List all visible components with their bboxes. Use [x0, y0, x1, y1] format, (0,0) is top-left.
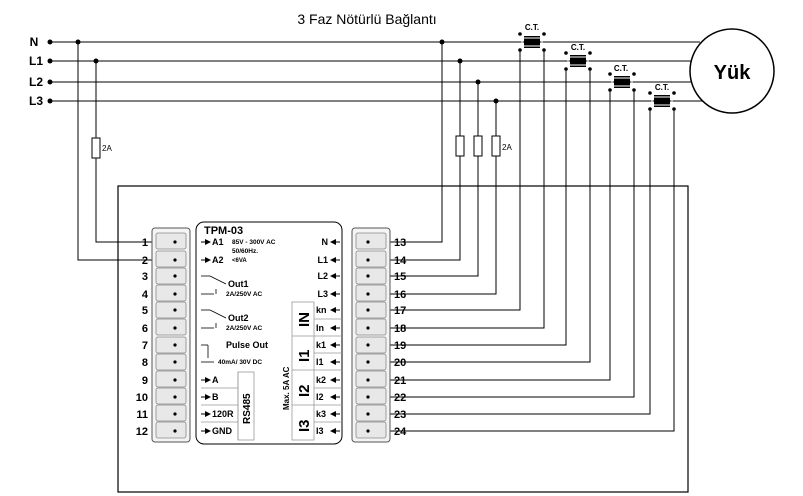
ct-n: C.T. [518, 23, 546, 52]
ct-label-l3: C.T. [655, 83, 669, 92]
terminal-5: 5 [142, 305, 148, 317]
label-i1: I1 [316, 357, 324, 367]
load-label: Yük [714, 62, 752, 84]
ct-label-l1: C.T. [571, 43, 585, 52]
out1-rating: 2A/250V AC [226, 291, 263, 298]
label-a1: A1 [212, 237, 224, 247]
ct-label-n: C.T. [525, 23, 539, 32]
right-panel-labels: N L1 L2 L3 kn In k1 I1 k2 I2 k3 I [282, 237, 342, 441]
terminal-11: 11 [136, 409, 148, 421]
terminal-14: 14 [394, 255, 407, 267]
label-n: N [322, 237, 329, 247]
label-pulse-out: Pulse Out [226, 340, 268, 350]
device-model: TPM-03 [204, 225, 243, 237]
ct-l1: C.T. [564, 43, 592, 71]
label-b: B [212, 392, 219, 402]
terminal-21: 21 [394, 375, 406, 387]
terminal-1: 1 [142, 237, 148, 249]
label-a2: A2 [212, 255, 224, 265]
line-terminals [47, 39, 53, 104]
group-label-i2: I2 [296, 384, 313, 397]
terminal-2: 2 [142, 255, 148, 267]
label-k1: k1 [316, 340, 326, 350]
terminal-8: 8 [142, 357, 148, 369]
group-label-i3: I3 [296, 419, 313, 432]
fuse-supply: 2A [91, 137, 112, 159]
fuses-voltage: 2A [455, 135, 512, 157]
ct-l2: C.T. [608, 64, 636, 92]
label-out1: Out1 [228, 279, 249, 289]
junction-dots [75, 39, 499, 104]
label-k3: k3 [316, 409, 326, 419]
terminal-17: 17 [394, 305, 406, 317]
ct-wires [388, 50, 675, 432]
group-label-i1: I1 [296, 349, 313, 362]
terminal-3: 3 [142, 271, 148, 283]
terminal-10: 10 [136, 392, 148, 404]
label-l2: L2 [317, 271, 328, 281]
terminal-22: 22 [394, 392, 406, 404]
terminal-19: 19 [394, 340, 406, 352]
line-label-n: N [30, 35, 39, 49]
left-terminal-block [151, 227, 191, 443]
fuse-label-supply: 2A [102, 144, 112, 153]
terminal-24: 24 [394, 426, 407, 438]
label-120r: 120R [212, 409, 234, 419]
supply-wires [77, 42, 160, 261]
pulse-rating: 40mA/ 30V DC [218, 359, 262, 366]
max-current-label: Max. 5A AC [282, 366, 291, 410]
label-kn: kn [316, 305, 327, 315]
terminal-6: 6 [142, 323, 148, 335]
left-terminal-numbers: 1 2 3 4 5 6 7 8 9 10 11 12 [136, 237, 149, 438]
terminal-16: 16 [394, 289, 406, 301]
terminal-15: 15 [394, 271, 406, 283]
supply-voltage: 85V - 300V AC [232, 239, 276, 246]
ct-label-l2: C.T. [614, 64, 628, 73]
line-label-l1: L1 [29, 54, 43, 68]
supply-power: <6VA [232, 258, 247, 264]
device-label-panel [195, 221, 343, 445]
terminal-7: 7 [142, 340, 148, 352]
load-circle [689, 28, 775, 114]
right-terminal-numbers: 13 14 15 16 17 18 19 20 21 22 23 24 [394, 237, 407, 438]
label-in: In [316, 323, 324, 333]
terminal-13: 13 [394, 237, 406, 249]
label-gnd: GND [212, 426, 233, 436]
right-terminal-block [351, 227, 391, 443]
terminal-9: 9 [142, 375, 148, 387]
label-l3: L3 [317, 289, 328, 299]
line-label-l2: L2 [29, 75, 43, 89]
terminal-18: 18 [394, 323, 406, 335]
label-k2: k2 [316, 375, 326, 385]
diagram-title: 3 Faz Nötürlü Bağlantı [297, 11, 436, 27]
label-out2: Out2 [228, 313, 249, 323]
supply-frequency: 50/60Hz. [232, 248, 258, 255]
fuse-label-voltage: 2A [502, 143, 512, 152]
label-l1: L1 [317, 255, 328, 265]
rs485-label: RS485 [242, 393, 253, 424]
label-i3: I3 [316, 426, 324, 436]
current-transformers: C.T. C.T. C.T. C.T. [518, 23, 676, 111]
left-panel-labels: A1 85V - 300V AC 50/60Hz. A2 <6VA Out1 2… [201, 237, 276, 441]
power-lines [50, 41, 720, 102]
terminal-23: 23 [394, 409, 406, 421]
terminal-12: 12 [136, 426, 148, 438]
label-i2: I2 [316, 392, 324, 402]
group-label-in: IN [296, 312, 313, 327]
terminal-4: 4 [142, 289, 149, 301]
out2-rating: 2A/250V AC [226, 325, 263, 332]
ct-l3: C.T. [648, 83, 676, 111]
line-label-l3: L3 [29, 94, 43, 108]
terminal-20: 20 [394, 357, 406, 369]
label-a: A [212, 375, 219, 385]
